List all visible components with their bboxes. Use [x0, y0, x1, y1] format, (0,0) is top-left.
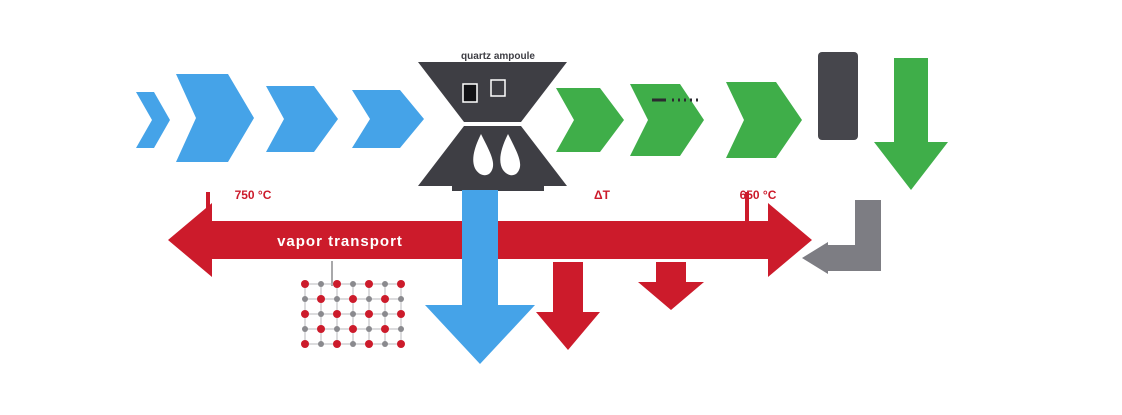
red-left-arrow-icon [168, 203, 462, 277]
lattice-atom [317, 325, 325, 333]
lattice-atom [397, 340, 405, 348]
lattice-atom [302, 296, 308, 302]
lattice-atom [366, 296, 372, 302]
red-right-arrow-icon [498, 203, 812, 277]
furnace-lower-body [418, 126, 567, 186]
red-down-arrow-icon [638, 262, 704, 310]
vial-outline-icon [490, 79, 506, 97]
green-down-arrow-icon [874, 58, 948, 190]
blue-down-arrow-icon [425, 190, 535, 364]
lattice-atom [333, 340, 341, 348]
lattice-atom [333, 310, 341, 318]
vial-icon [462, 83, 478, 103]
lattice-atom [398, 326, 404, 332]
temp-tick [745, 192, 749, 221]
green-arrow-icon [726, 82, 802, 158]
lattice-atom [349, 325, 357, 333]
blue-chevron-icon [136, 92, 170, 148]
temp-left-label: 750 °C [235, 188, 272, 202]
blue-arrow-icon [266, 86, 338, 152]
flame-icon [473, 134, 494, 176]
lattice-atom [350, 281, 356, 287]
lattice-atom [317, 295, 325, 303]
lattice-atom [318, 311, 324, 317]
furnace-icon: quartz ampoule [418, 51, 567, 191]
lattice-atom [302, 326, 308, 332]
gray-elbow-arrow-icon [802, 200, 881, 274]
lattice-atom [382, 281, 388, 287]
lattice-atom [381, 325, 389, 333]
red-down-arrow-icon [536, 262, 600, 350]
green-arrow-icon [630, 84, 704, 156]
lattice-atom [350, 341, 356, 347]
lattice-atom [349, 295, 357, 303]
furnace-upper-body [418, 62, 567, 122]
lattice-atom [366, 326, 372, 332]
band-label: vapor transport [277, 233, 403, 250]
lattice-atom [382, 341, 388, 347]
lattice-atom [365, 310, 373, 318]
lattice-atom [334, 296, 340, 302]
green-arrow-icon [556, 88, 624, 152]
lattice-atom [365, 280, 373, 288]
flame-icon [500, 134, 521, 176]
lattice-atom [398, 296, 404, 302]
lattice-atom [301, 280, 309, 288]
lattice-atom [365, 340, 373, 348]
temp-right-label: 650 °C [740, 188, 777, 202]
lattice-atom [318, 281, 324, 287]
lattice-atom [397, 310, 405, 318]
sample-block-icon [818, 52, 858, 140]
furnace-base [452, 186, 544, 191]
lattice-atom [301, 340, 309, 348]
lattice-atom [318, 341, 324, 347]
blue-arrow-icon [352, 90, 424, 148]
temp-mid-label: ΔT [594, 188, 611, 202]
blue-arrow-icon [176, 74, 254, 162]
lattice-atom [301, 310, 309, 318]
lattice-atom [334, 326, 340, 332]
furnace-caption: quartz ampoule [461, 51, 535, 62]
crystal-lattice [301, 280, 405, 348]
lattice-atom [397, 280, 405, 288]
lattice-atom [333, 280, 341, 288]
lattice-atom [382, 311, 388, 317]
lattice-atom [381, 295, 389, 303]
lattice-atom [350, 311, 356, 317]
